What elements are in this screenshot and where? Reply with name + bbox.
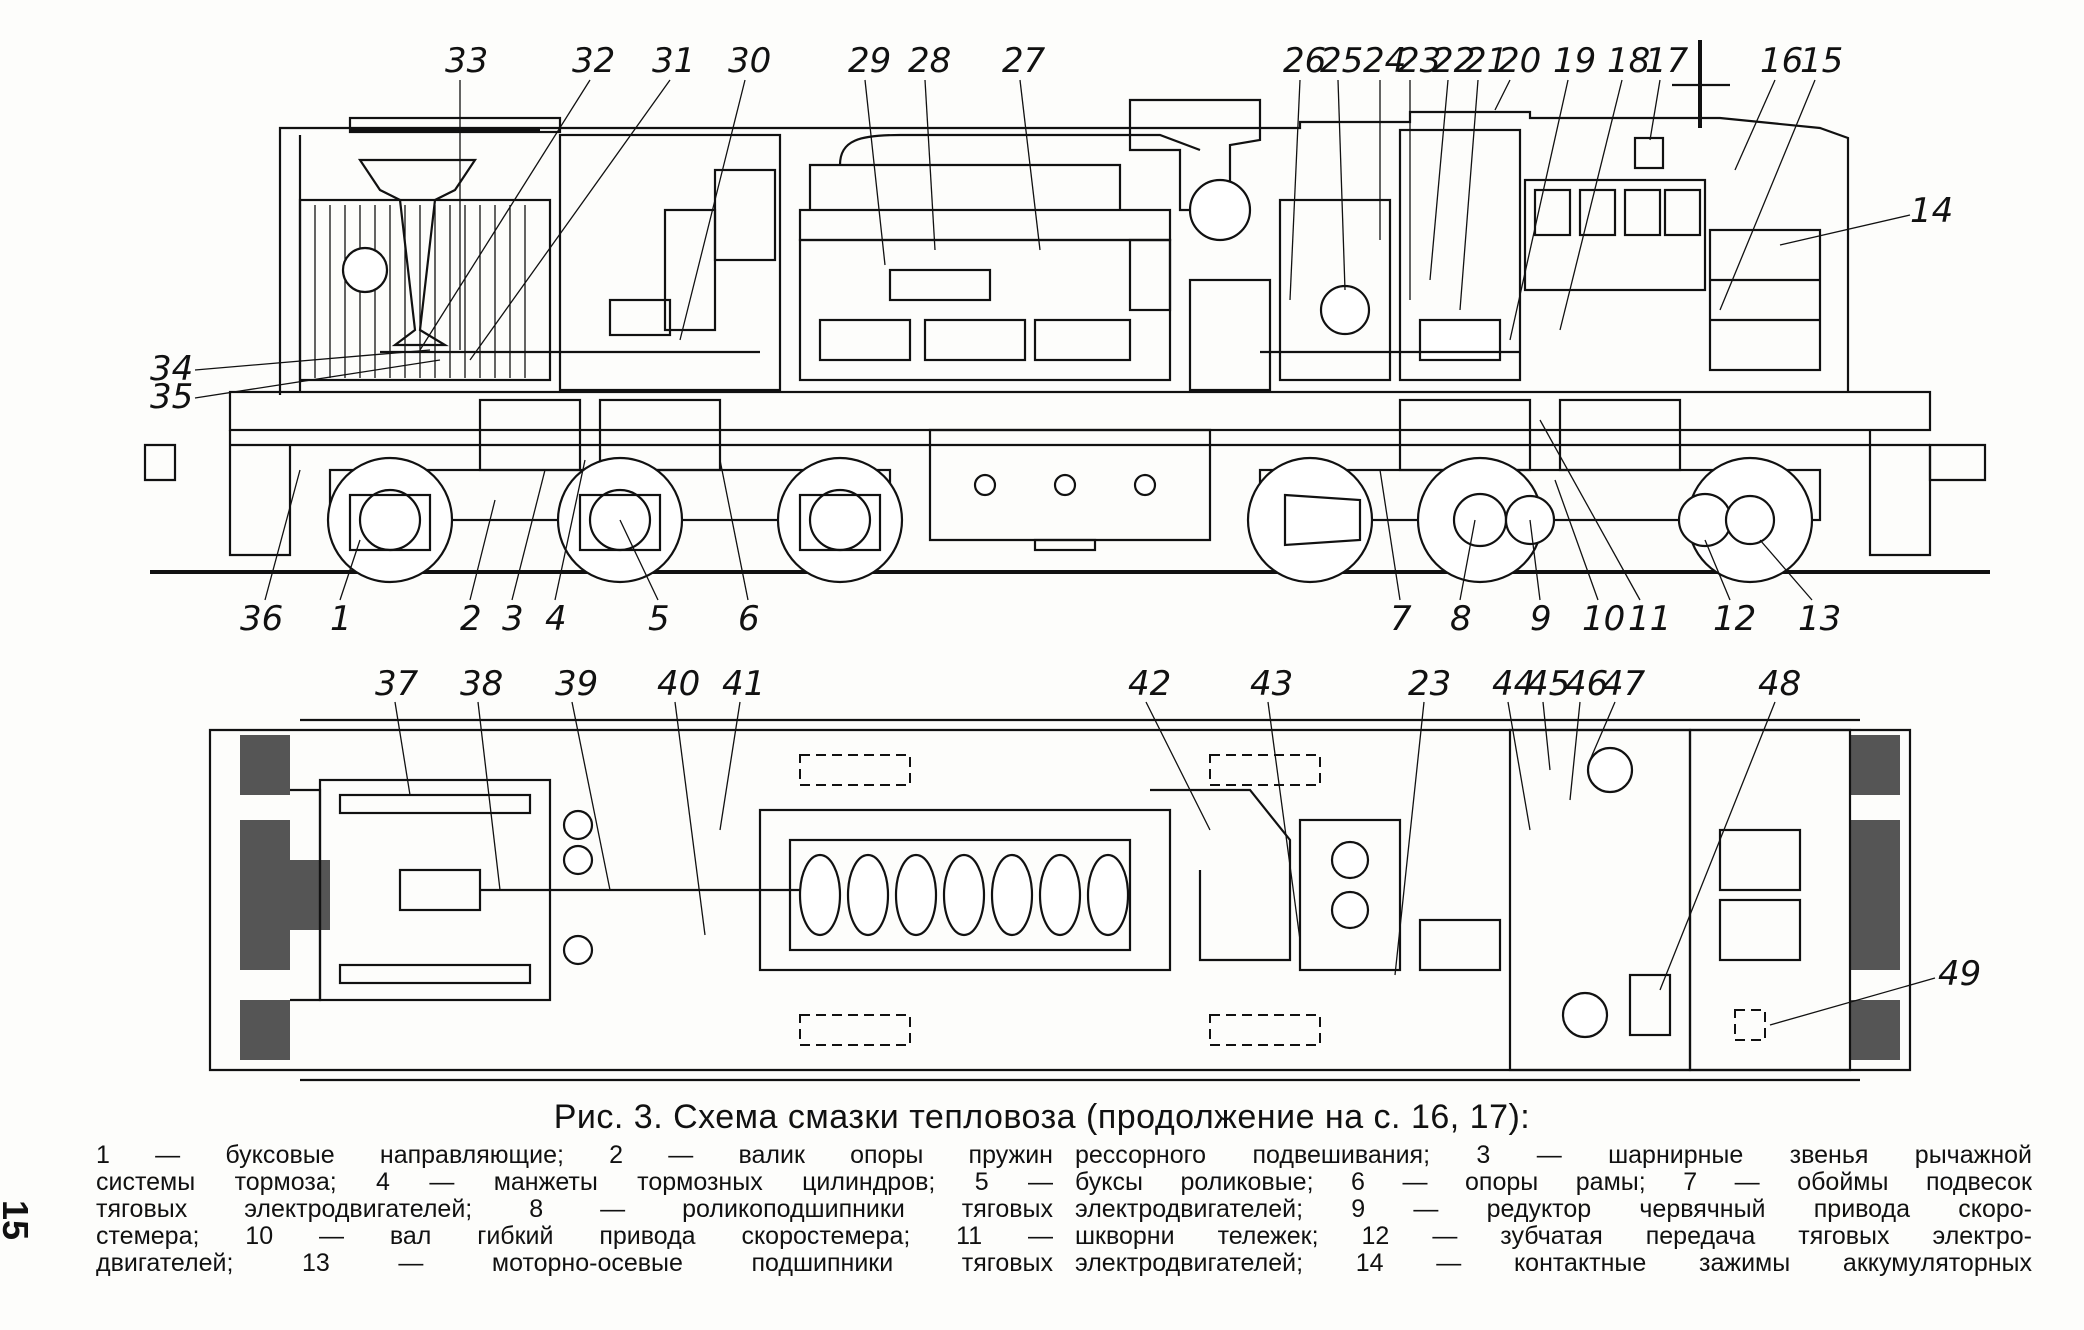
- svg-text:14: 14: [1910, 191, 1953, 231]
- svg-text:37: 37: [375, 664, 419, 704]
- left-bogie: [326, 398, 904, 584]
- svg-text:21: 21: [1465, 41, 1508, 81]
- legend: 1 — буксовые направляющие; 2 — валик опо…: [96, 1142, 2032, 1277]
- bottom-labels: 36 1 2 3 4 5 6 7 8 9 10 11 12 13: [240, 419, 1841, 639]
- svg-text:15: 15: [1800, 41, 1843, 81]
- svg-text:17: 17: [1645, 41, 1689, 81]
- plan-labels: 37 38 39 40 41 42 43 23 44 45 46 47 48 4…: [375, 664, 1981, 1026]
- svg-text:7: 7: [1390, 599, 1412, 639]
- side-elevation-view: 33 32 31 30 29 28 27 26 25 24 23 22 21 2…: [143, 40, 1990, 639]
- svg-text:40: 40: [657, 664, 700, 704]
- svg-text:10: 10: [1582, 599, 1625, 639]
- legend-line: 1 — буксовые направляющие; 2 — валик опо…: [96, 1141, 1053, 1169]
- svg-text:12: 12: [1713, 599, 1756, 639]
- equipment-compartment: [558, 133, 782, 392]
- legend-line: буксы роликовые; 6 — опоры рамы; 7 — обо…: [1075, 1168, 2032, 1196]
- svg-text:16: 16: [1760, 41, 1803, 81]
- svg-text:8: 8: [1450, 599, 1472, 639]
- svg-text:33: 33: [445, 41, 488, 81]
- radiator-grille: [298, 158, 552, 382]
- svg-text:18: 18: [1607, 41, 1650, 81]
- svg-text:45: 45: [1527, 664, 1570, 704]
- legend-line: рессорного подвешивания; 3 — шарнирные з…: [1075, 1141, 2032, 1169]
- svg-text:34: 34: [150, 349, 193, 389]
- svg-text:5: 5: [648, 599, 670, 639]
- legend-line: стемера; 10 — вал гибкий привода скорост…: [96, 1222, 1053, 1250]
- svg-text:28: 28: [908, 41, 951, 81]
- svg-text:26: 26: [1283, 41, 1326, 81]
- svg-text:23: 23: [1398, 41, 1441, 81]
- battery-box: [1708, 228, 1822, 372]
- svg-text:19: 19: [1553, 41, 1596, 81]
- svg-text:36: 36: [240, 599, 283, 639]
- svg-text:42: 42: [1128, 664, 1171, 704]
- wheel: [1246, 456, 1374, 584]
- legend-line: электродвигателей; 14 — контактные зажим…: [1075, 1249, 2032, 1277]
- svg-text:38: 38: [460, 664, 503, 704]
- plan-outline: [208, 728, 1912, 1072]
- diesel-engine: [798, 133, 1201, 382]
- generator: [1278, 198, 1392, 382]
- svg-text:23: 23: [1408, 664, 1451, 704]
- svg-text:31: 31: [652, 41, 695, 81]
- top-labels: 33 32 31 30 29 28 27 26 25 24 23 22 21 2…: [150, 41, 1953, 417]
- right-bogie: [1246, 398, 1822, 584]
- svg-text:22: 22: [1432, 41, 1475, 81]
- svg-text:39: 39: [555, 664, 598, 704]
- svg-text:44: 44: [1492, 664, 1535, 704]
- svg-text:47: 47: [1602, 664, 1646, 704]
- left-coupler: [143, 443, 177, 482]
- legend-right-column: рессорного подвешивания; 3 — шарнирные з…: [1075, 1142, 2032, 1277]
- main-frame: [228, 390, 1932, 432]
- right-coupler: [1928, 443, 1987, 482]
- svg-text:13: 13: [1798, 599, 1841, 639]
- legend-line: двигателей; 13 — моторно-осевые подшипни…: [96, 1249, 1053, 1277]
- svg-text:4: 4: [545, 599, 567, 639]
- svg-text:41: 41: [722, 664, 765, 704]
- fuel-tank: [928, 428, 1212, 552]
- driver-cab: [1398, 40, 1822, 382]
- legend-left-column: 1 — буксовые направляющие; 2 — валик опо…: [96, 1142, 1053, 1277]
- hatched-block: [240, 735, 290, 795]
- svg-text:3: 3: [502, 599, 524, 639]
- turbo-unit: [1150, 788, 1292, 962]
- svg-text:25: 25: [1320, 41, 1363, 81]
- legend-line: шкворни тележек; 12 — зубчатая передача …: [1075, 1222, 2032, 1250]
- plan-view: 37 38 39 40 41 42 43 23 44 45 46 47 48 4…: [208, 664, 1981, 1082]
- legend-line: электродвигателей; 9 — редуктор червячны…: [1075, 1195, 2032, 1223]
- svg-text:20: 20: [1498, 41, 1541, 81]
- svg-text:48: 48: [1758, 664, 1801, 704]
- svg-text:32: 32: [572, 41, 615, 81]
- svg-text:43: 43: [1250, 664, 1293, 704]
- svg-text:35: 35: [150, 377, 193, 417]
- svg-text:24: 24: [1363, 41, 1406, 81]
- engine-plan: [758, 808, 1172, 972]
- page-number: 15: [0, 1200, 36, 1241]
- generator-plan: [1298, 818, 1402, 972]
- svg-text:29: 29: [848, 41, 891, 81]
- svg-text:49: 49: [1938, 954, 1981, 994]
- figure-caption: Рис. 3. Схема смазки тепловоза (продолже…: [553, 1098, 1531, 1136]
- legend-line: системы тормоза; 4 — манжеты тормозных ц…: [96, 1168, 1053, 1196]
- svg-text:27: 27: [1002, 41, 1046, 81]
- svg-text:1: 1: [330, 599, 352, 639]
- svg-text:11: 11: [1628, 599, 1671, 639]
- legend-line: тяговых электродвигателей; 8 — роликопод…: [96, 1195, 1053, 1223]
- svg-text:9: 9: [1530, 599, 1552, 639]
- svg-text:6: 6: [738, 599, 760, 639]
- svg-text:30: 30: [728, 41, 771, 81]
- svg-text:46: 46: [1565, 664, 1608, 704]
- svg-text:2: 2: [460, 599, 482, 639]
